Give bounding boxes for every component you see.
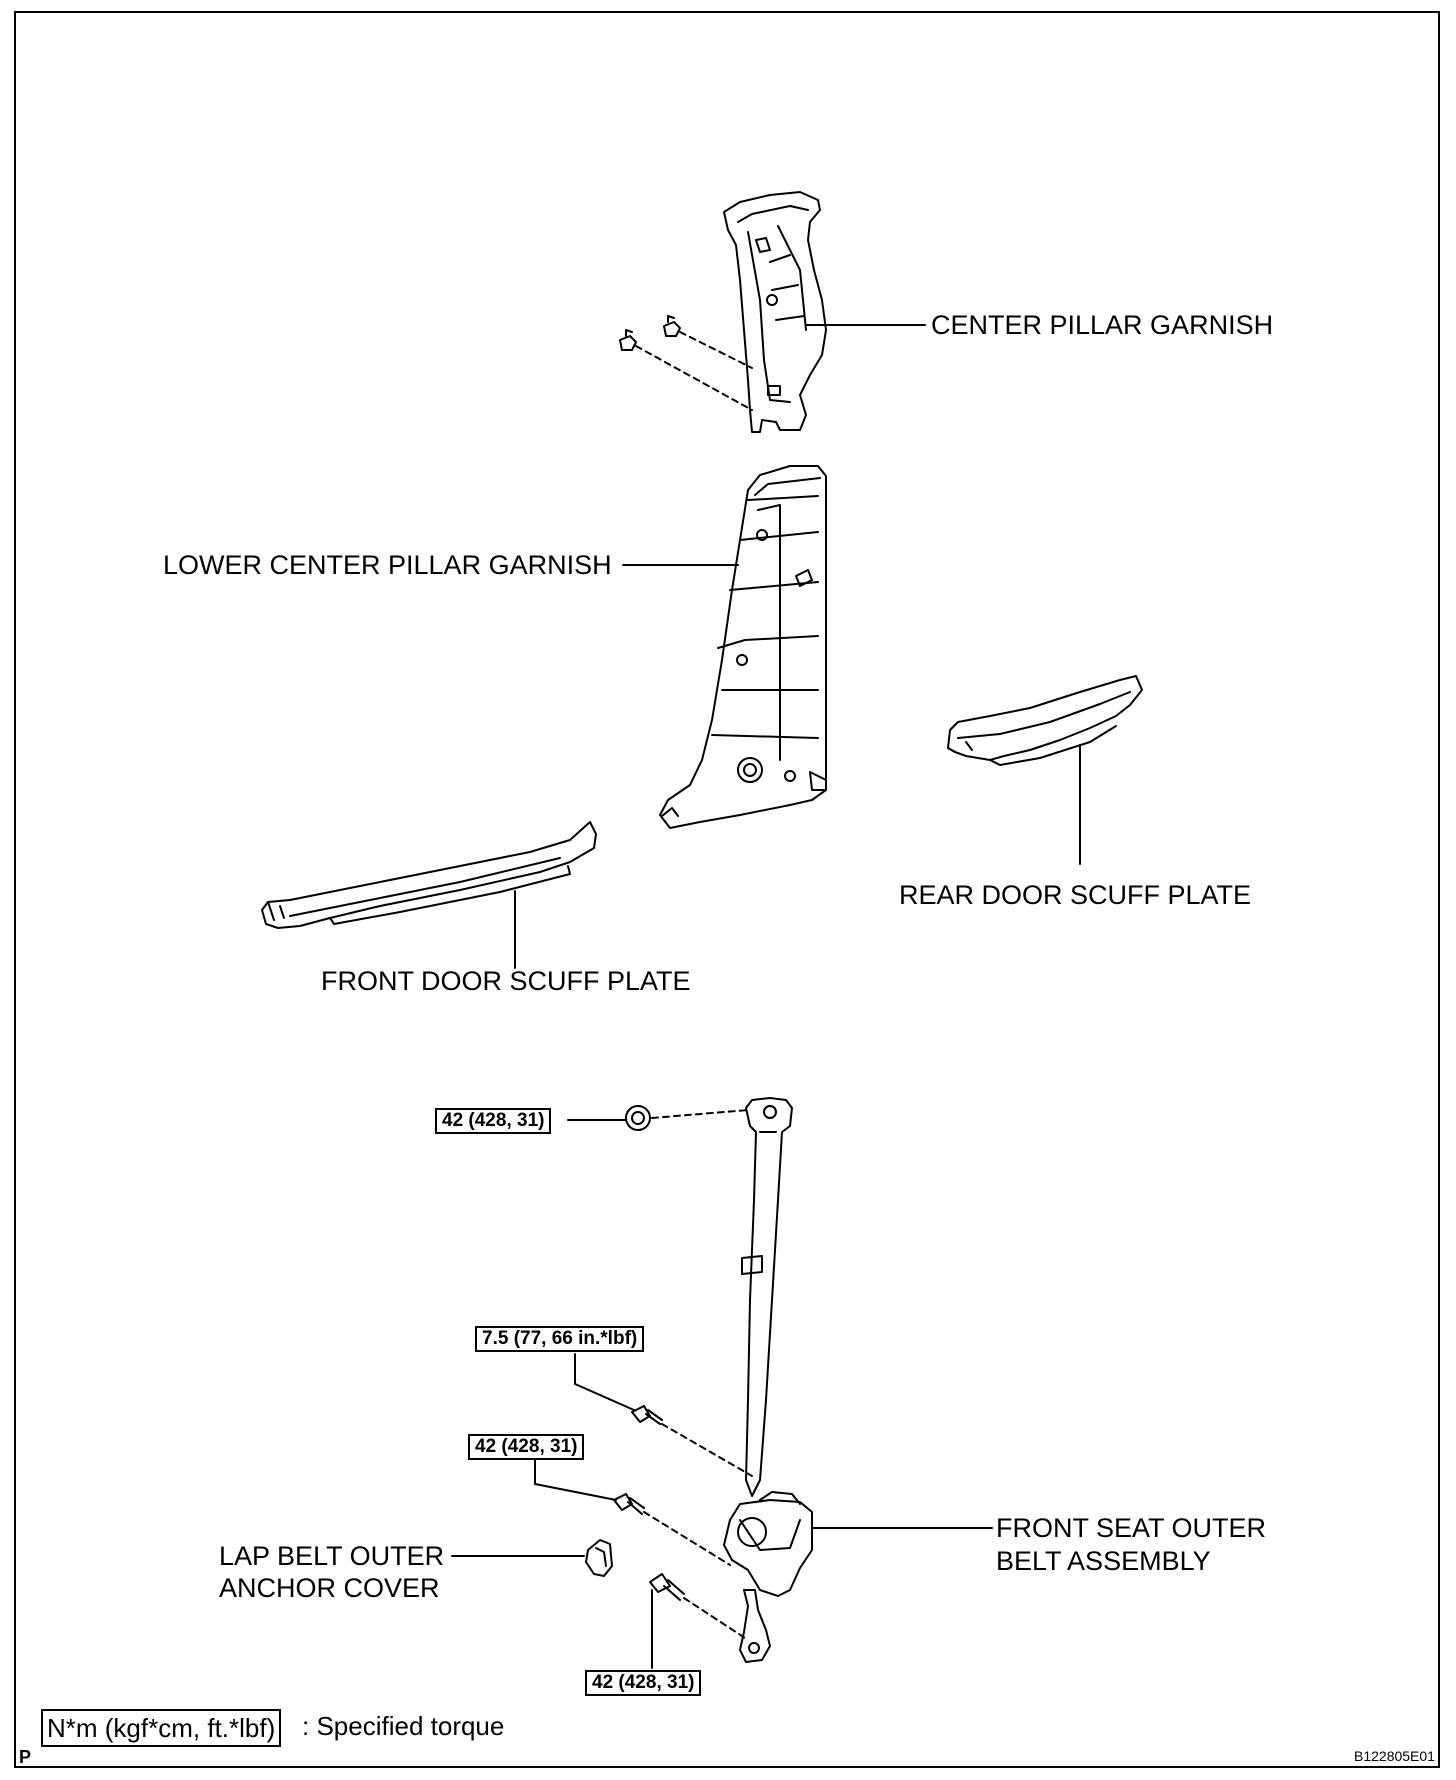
center-pillar-clip-right bbox=[663, 315, 681, 337]
clip-dashed-line-2 bbox=[679, 331, 753, 369]
torque-retractor-lower-bolt: 42 (428, 31) bbox=[468, 1434, 585, 1460]
front-door-scuff-plate-part bbox=[261, 821, 597, 929]
torque-retractor-upper-bolt: 7.5 (77, 66 in.*lbf) bbox=[475, 1326, 645, 1352]
center-pillar-garnish-part bbox=[723, 191, 827, 433]
front-seat-outer-belt-part bbox=[723, 1097, 813, 1663]
floor-anchor-dashed-line bbox=[683, 1597, 749, 1641]
front-seat-outer-belt-label: FRONT SEAT OUTER bbox=[996, 1513, 1267, 1543]
legend-torque-unit-box: N*m (kgf*cm, ft.*lbf) bbox=[41, 1709, 282, 1747]
torque-upper-anchor-nut: 42 (428, 31) bbox=[435, 1108, 552, 1134]
front-seat-outer-belt-label-line2: BELT ASSEMBLY bbox=[996, 1546, 1211, 1576]
lap-belt-outer-anchor-cover bbox=[585, 1539, 613, 1577]
retractor-lower-dashed-line bbox=[643, 1511, 731, 1566]
figure-code: B122805E01 bbox=[1354, 1748, 1435, 1764]
center-pillar-garnish-label: CENTER PILLAR GARNISH bbox=[931, 310, 1274, 340]
diagram-frame bbox=[14, 11, 1440, 1768]
legend-description: : Specified torque bbox=[302, 1711, 505, 1741]
front-door-scuff-plate-label: FRONT DOOR SCUFF PLATE bbox=[321, 966, 691, 996]
retractor-upper-bolt bbox=[631, 1405, 663, 1425]
retractor-upper-dashed-line bbox=[661, 1423, 753, 1477]
upper-anchor-nut bbox=[625, 1105, 651, 1131]
torque-floor-anchor-bolt: 42 (428, 31) bbox=[585, 1670, 702, 1696]
center-pillar-clip-left bbox=[619, 329, 637, 351]
floor-anchor-bolt bbox=[649, 1573, 685, 1601]
lower-center-pillar-garnish-label: LOWER CENTER PILLAR GARNISH bbox=[163, 550, 612, 580]
lap-belt-cover-label-line2: ANCHOR COVER bbox=[219, 1573, 440, 1603]
upper-anchor-dashed-line bbox=[651, 1109, 749, 1119]
clip-dashed-line-1 bbox=[635, 345, 753, 411]
corner-mark: P bbox=[19, 1747, 32, 1767]
retractor-lower-bolt bbox=[613, 1493, 645, 1515]
lower-center-pillar-garnish-part bbox=[659, 465, 827, 829]
lap-belt-cover-label: LAP BELT OUTER bbox=[219, 1541, 445, 1571]
rear-door-scuff-plate-label: REAR DOOR SCUFF PLATE bbox=[899, 880, 1252, 910]
retractor-lower-leader bbox=[534, 1457, 617, 1501]
retractor-upper-leader bbox=[574, 1353, 635, 1411]
rear-door-scuff-plate-part bbox=[947, 675, 1143, 766]
